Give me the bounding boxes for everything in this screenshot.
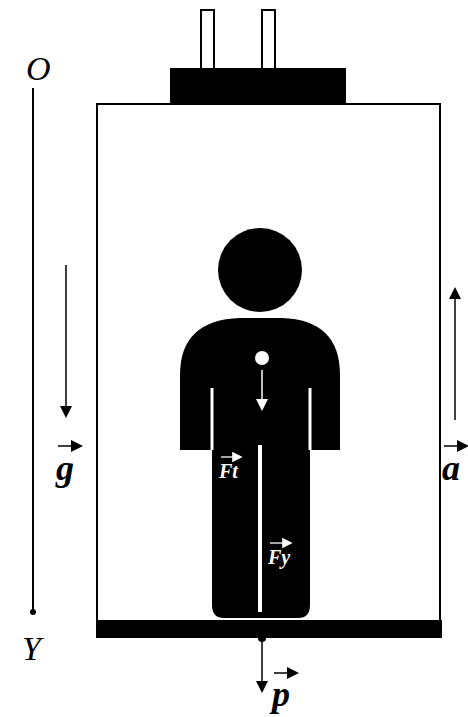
vector-accent	[444, 445, 466, 447]
vector-accent	[274, 672, 296, 674]
vector-accent	[270, 542, 290, 543]
vector-accent	[58, 445, 80, 447]
center-of-mass	[255, 351, 269, 365]
vector-label: g	[56, 450, 74, 486]
vector-accent	[221, 456, 240, 457]
arm-gap	[309, 388, 312, 450]
elevator-cabin	[97, 104, 440, 624]
gravity-arrow	[65, 265, 67, 415]
pressure-arrow	[261, 640, 263, 690]
force-label: Ft	[219, 461, 238, 481]
arm-gap	[211, 388, 214, 450]
vector-label: p	[272, 676, 290, 712]
cable-pin	[201, 10, 214, 70]
axis-origin-label: O	[26, 52, 51, 86]
vector-label: a	[442, 450, 460, 486]
person-head	[218, 228, 302, 312]
axis-line	[32, 88, 34, 610]
cable-pin	[262, 10, 275, 70]
force-label: Fy	[268, 547, 290, 567]
leg-gap	[258, 445, 262, 612]
axis-label: Y	[22, 632, 41, 666]
elevator-top	[170, 68, 346, 105]
axis-end	[30, 609, 36, 615]
elevator-floor	[96, 620, 442, 638]
acceleration-arrow	[454, 290, 456, 420]
weight-arrow	[261, 370, 263, 408]
person-body	[180, 318, 340, 618]
